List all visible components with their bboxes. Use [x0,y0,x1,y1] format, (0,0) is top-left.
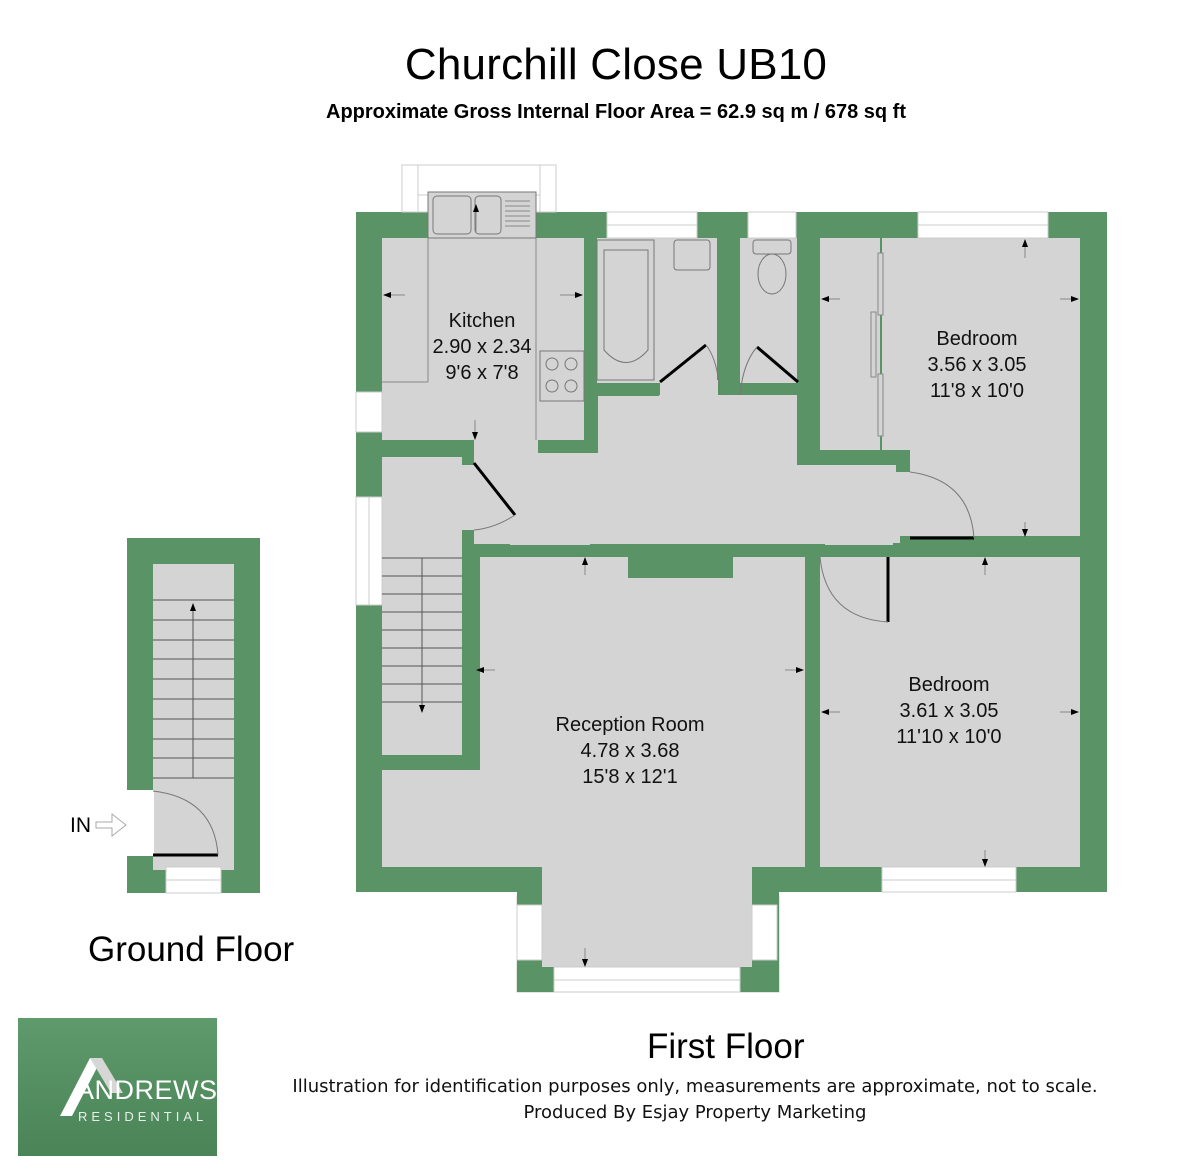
room-label-kitchen: Kitchen 2.90 x 2.34 9'6 x 7'8 [432,310,532,384]
room-label-bedroom-2: Bedroom 3.61 x 3.05 11'10 x 10'0 [896,674,1002,748]
first-floor-label: First Floor [647,1027,805,1066]
ground-floor-label: Ground Floor [88,930,295,969]
dimension-arrows [383,204,1079,967]
washbasin-icon [673,239,711,271]
wardrobe-icon [870,252,884,437]
bath-icon [596,239,655,381]
room-label-reception: Reception Room 4.78 x 3.68 15'8 x 12'1 [555,714,705,788]
plan-title: Churchill Close UB10 [404,40,828,89]
producer-text: Produced By Esjay Property Marketing [523,1102,867,1123]
stairs-up-icon [153,599,234,779]
room-label-bedroom-1: Bedroom 3.56 x 3.05 11'8 x 10'0 [927,328,1027,402]
ground-floor-plan [95,538,260,894]
stairs-down-icon [382,557,462,713]
entrance-label: IN [70,814,91,837]
double-sink-icon [427,191,537,239]
roof-logo-icon [60,1058,123,1116]
entrance-arrow-icon [95,812,127,838]
andrews-residential-logo: ANDREWS RESIDENTIAL [18,1018,217,1156]
disclaimer-text: Illustration for identification purposes… [292,1076,1098,1097]
logo-sub: RESIDENTIAL [78,1109,208,1124]
door-swing-icon [472,343,974,622]
floor-area-subtitle: Approximate Gross Internal Floor Area = … [326,101,906,123]
logo-brand: ANDREWS [76,1075,218,1105]
toilet-icon [752,239,792,295]
first-floor-plan [355,164,1107,993]
hob-icon [539,350,585,402]
